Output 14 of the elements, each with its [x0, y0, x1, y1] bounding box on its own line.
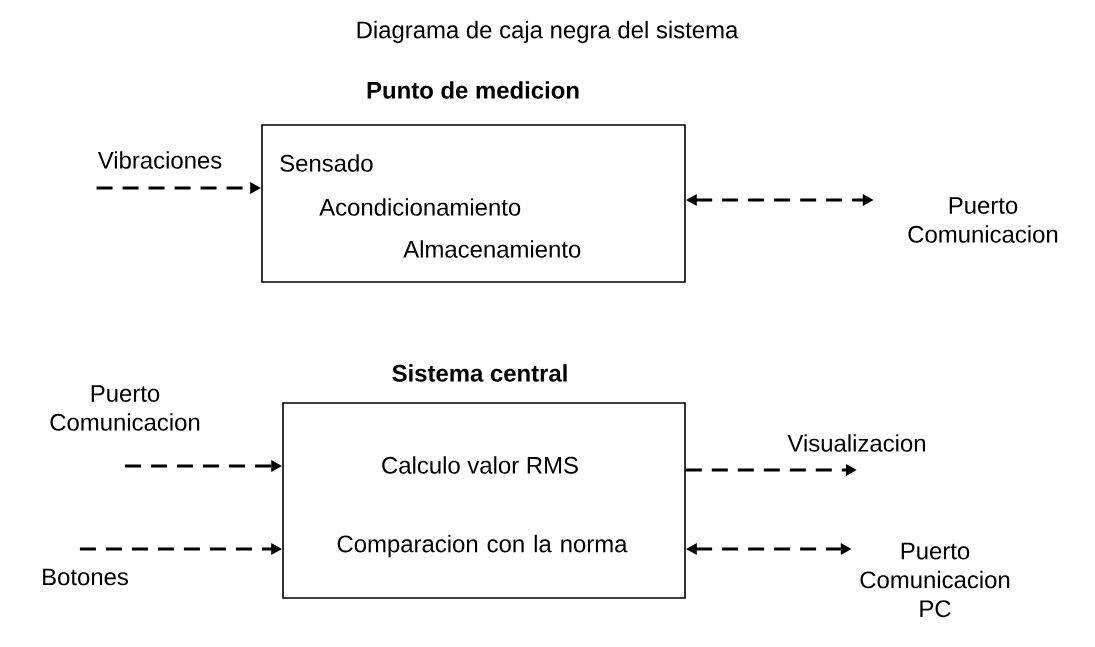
block-text: Acondicionamiento — [319, 198, 521, 216]
diagram-title: Diagrama de caja negra del sistema — [357, 20, 739, 44]
block-text: Almacenamiento — [403, 240, 581, 258]
signal-label: Botones — [43, 568, 128, 586]
signal-label: Puerto Comunicacion — [908, 197, 1058, 243]
block-text: Calculo valor RMS — [382, 456, 578, 474]
signal-label: Visualizacion — [787, 434, 925, 452]
signal-label: Vibraciones — [97, 151, 222, 169]
block-heading: Sistema central — [392, 364, 567, 382]
block-heading: Punto de medicion — [367, 81, 579, 99]
signal-label: Puerto Comunicacion — [50, 385, 200, 431]
block-text: Comparacion con la norma — [337, 534, 628, 558]
signal-label: Puerto Comunicacion PC — [860, 542, 1010, 618]
block-text: Sensado — [280, 154, 373, 172]
